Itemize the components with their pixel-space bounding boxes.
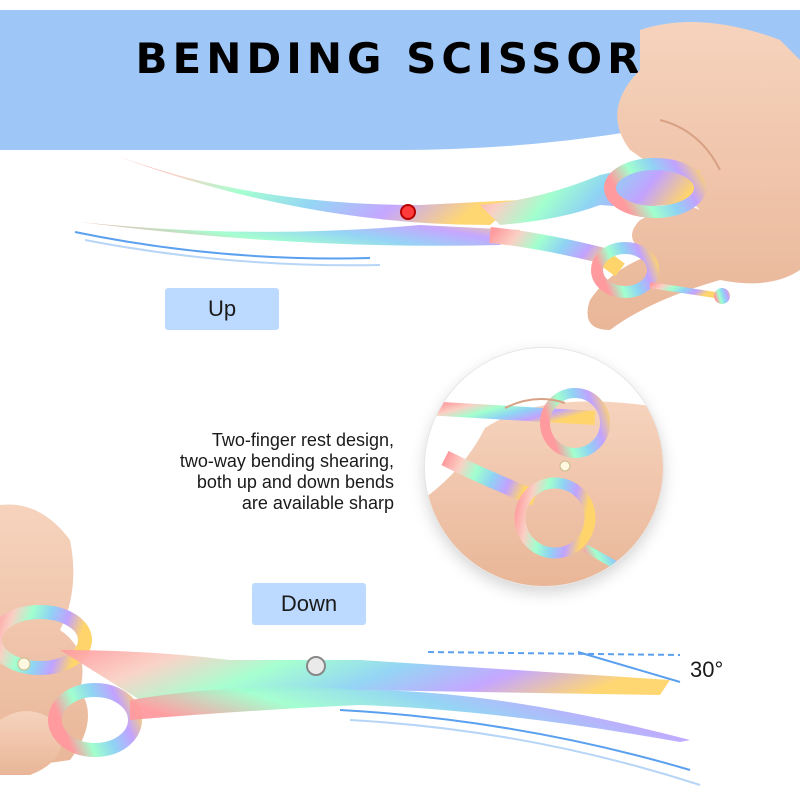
- description-line: both up and down bends: [196, 472, 394, 492]
- finger-rest-closeup-photo: [425, 348, 663, 586]
- header-banner: [0, 10, 800, 150]
- scissor-up-illustration: [74, 155, 730, 304]
- angle-label: 30°: [690, 657, 724, 682]
- scissor-down-illustration: [0, 605, 701, 786]
- hand-bottom-icon: [0, 504, 88, 775]
- description-line: are available sharp: [241, 493, 394, 513]
- down-label: Down: [252, 583, 366, 625]
- description-line: Two-finger rest design,: [211, 430, 394, 450]
- page-title: BENDING SCISSOR: [135, 34, 645, 83]
- up-label: Up: [165, 288, 279, 330]
- description-line: two-way bending shearing,: [179, 451, 394, 471]
- feature-description: Two-finger rest design, two-way bending …: [34, 430, 394, 514]
